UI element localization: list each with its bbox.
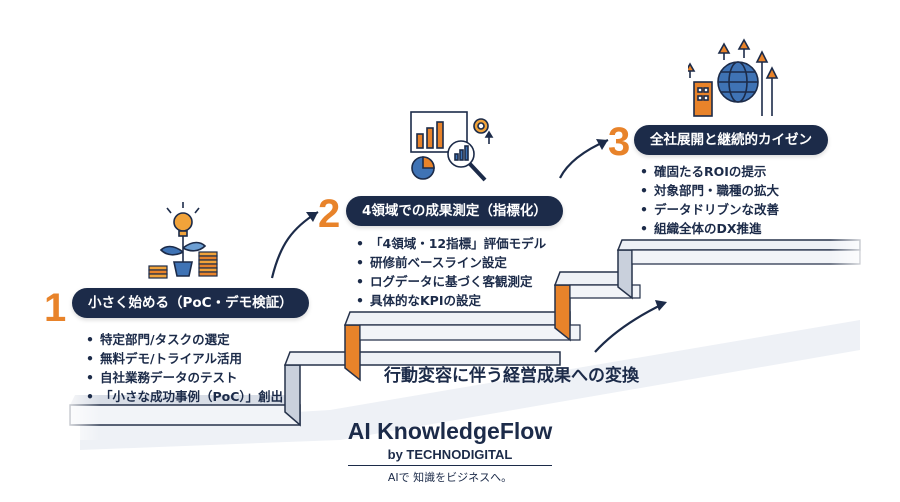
arrow-caption (594, 302, 666, 353)
step-3-number: 3 (608, 120, 631, 164)
step-3-bullet: 組織全体のDX推進 (640, 219, 779, 238)
brand-title: AI KnowledgeFlow (347, 418, 553, 444)
globe-building-growth-icon (688, 38, 779, 117)
step-3-bullet: 確固たるROIの提示 (640, 162, 779, 181)
step-2-number: 2 (318, 192, 341, 236)
step-4-top (616, 239, 861, 251)
step-2-bullet: 具体的なKPIの設定 (356, 291, 546, 310)
step-3-bullet: 対象部門・職種の拡大 (640, 181, 779, 200)
step-2-face (359, 324, 581, 341)
outcome-caption: 行動変容に伴う経営成果への変換 (384, 366, 639, 386)
step-3-title: 全社展開と継続的カイゼン (634, 125, 828, 155)
brand-tagline: AIで 知識をビジネスへ。 (387, 471, 513, 484)
step-3-bullets: 確固たるROIの提示 対象部門・職種の拡大 データドリブンな改善 組織全体のDX… (640, 162, 779, 238)
step-1-bullets: 特定部門/タスクの選定 無料デモ/トライアル活用 自社業務データのテスト 「小さ… (86, 330, 283, 406)
lightbulb-plant-coins-icon (148, 202, 218, 279)
step-1-face (69, 404, 301, 426)
step-2-bullet: ログデータに基づく客観測定 (356, 272, 546, 291)
step-1-bullet: 「小さな成功事例（PoC）」創出 (86, 387, 283, 406)
step-3-bullet: データドリブンな改善 (640, 200, 779, 219)
step-1-bullet: 自社業務データのテスト (86, 368, 283, 387)
step-2-bullet: 研修前ベースライン設定 (356, 253, 546, 272)
arrow-1-to-2 (270, 211, 319, 279)
step-2-top (343, 311, 571, 326)
step-1-number: 1 (44, 286, 67, 330)
step-1-bullet: 無料デモ/トライアル活用 (86, 349, 283, 368)
step-1-title: 小さく始める（PoC・デモ検証） (72, 288, 309, 318)
step-2-riser (344, 324, 361, 382)
step-2-title: 4領域での成果測定（指標化） (346, 196, 563, 226)
step-2-bullet: 「4領域・12指標」評価モデル (356, 234, 546, 253)
step-1-bullet: 特定部門/タスクの選定 (86, 330, 283, 349)
brand-by: by TECHNODIGITAL (387, 447, 513, 462)
analytics-magnifier-icon (410, 111, 494, 182)
brand-divider (348, 465, 552, 466)
step-2-bullets: 「4領域・12指標」評価モデル 研修前ベースライン設定 ログデータに基づく客観測… (356, 234, 546, 310)
step-4-face (631, 249, 861, 265)
